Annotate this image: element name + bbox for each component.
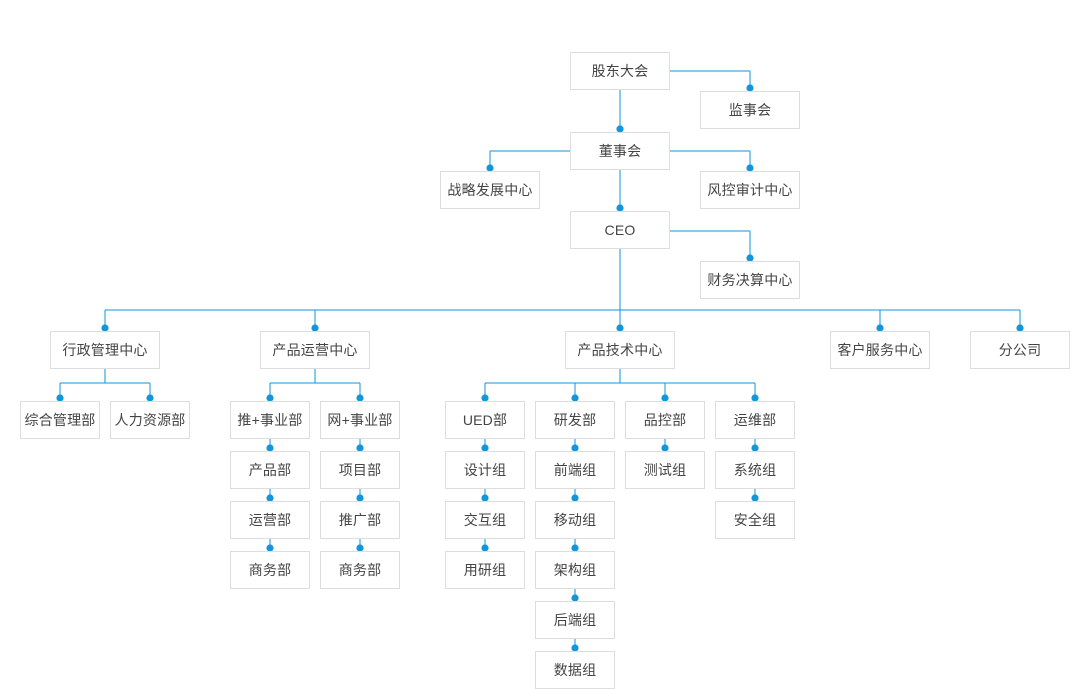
- org-node-promotion-dept[interactable]: 推广部: [320, 501, 400, 539]
- org-node-label: 研发部: [553, 412, 597, 428]
- org-node-label: 股东大会: [591, 63, 649, 79]
- org-node-board[interactable]: 董事会: [570, 132, 670, 170]
- org-node-business-dept-1[interactable]: 商务部: [230, 551, 310, 589]
- org-node-operation-dept[interactable]: 运营部: [230, 501, 310, 539]
- org-node-architecture-group[interactable]: 架构组: [535, 551, 615, 589]
- org-node-finance-center[interactable]: 财务决算中心: [700, 261, 800, 299]
- org-node-label: CEO: [604, 222, 636, 238]
- org-node-label: 运营部: [248, 512, 292, 528]
- org-node-label: 商务部: [248, 562, 292, 578]
- org-node-hr[interactable]: 人力资源部: [110, 401, 190, 439]
- org-node-ued-dept[interactable]: UED部: [445, 401, 525, 439]
- org-node-security-group[interactable]: 安全组: [715, 501, 795, 539]
- org-node-qa-dept[interactable]: 品控部: [625, 401, 705, 439]
- org-node-strategy-center[interactable]: 战略发展中心: [440, 171, 540, 209]
- org-node-design-group[interactable]: 设计组: [445, 451, 525, 489]
- org-node-label: 安全组: [733, 512, 777, 528]
- org-node-research-group[interactable]: 用研组: [445, 551, 525, 589]
- org-node-label: 系统组: [733, 462, 777, 478]
- org-node-label: 前端组: [553, 462, 597, 478]
- org-node-mobile-group[interactable]: 移动组: [535, 501, 615, 539]
- org-node-rd-dept[interactable]: 研发部: [535, 401, 615, 439]
- org-node-label: 行政管理中心: [62, 342, 148, 358]
- org-node-label: 客户服务中心: [837, 342, 923, 358]
- org-node-label: 项目部: [338, 462, 382, 478]
- org-node-label: 财务决算中心: [707, 272, 793, 288]
- org-node-customer-service[interactable]: 客户服务中心: [830, 331, 930, 369]
- org-node-supervisors[interactable]: 监事会: [700, 91, 800, 129]
- org-node-branch-company[interactable]: 分公司: [970, 331, 1070, 369]
- org-node-interaction-group[interactable]: 交互组: [445, 501, 525, 539]
- org-node-label: 后端组: [553, 612, 597, 628]
- org-node-label: 推+事业部: [237, 412, 303, 428]
- org-node-general-admin[interactable]: 综合管理部: [20, 401, 100, 439]
- org-node-label: 用研组: [463, 562, 507, 578]
- org-node-system-group[interactable]: 系统组: [715, 451, 795, 489]
- org-node-label: 测试组: [643, 462, 687, 478]
- org-node-frontend-group[interactable]: 前端组: [535, 451, 615, 489]
- org-node-label: 监事会: [728, 102, 772, 118]
- org-node-label: 架构组: [553, 562, 597, 578]
- org-node-label: UED部: [462, 412, 508, 428]
- org-node-product-dept[interactable]: 产品部: [230, 451, 310, 489]
- org-node-label: 人力资源部: [114, 412, 186, 428]
- org-node-tui-bu[interactable]: 推+事业部: [230, 401, 310, 439]
- org-node-product-ops[interactable]: 产品运营中心: [260, 331, 370, 369]
- org-node-ops-dept[interactable]: 运维部: [715, 401, 795, 439]
- org-node-risk-audit-center[interactable]: 风控审计中心: [700, 171, 800, 209]
- org-node-label: 董事会: [598, 143, 642, 159]
- org-node-label: 推广部: [338, 512, 382, 528]
- org-node-label: 分公司: [998, 342, 1042, 358]
- org-node-label: 战略发展中心: [447, 182, 533, 198]
- org-node-label: 移动组: [553, 512, 597, 528]
- org-node-project-dept[interactable]: 项目部: [320, 451, 400, 489]
- org-node-label: 产品部: [248, 462, 292, 478]
- org-node-label: 产品运营中心: [272, 342, 358, 358]
- org-node-label: 运维部: [733, 412, 777, 428]
- org-node-shareholders[interactable]: 股东大会: [570, 52, 670, 90]
- org-node-admin-center[interactable]: 行政管理中心: [50, 331, 160, 369]
- org-node-label: 网+事业部: [327, 412, 393, 428]
- org-node-label: 品控部: [643, 412, 687, 428]
- org-node-label: 设计组: [463, 462, 507, 478]
- org-node-data-group[interactable]: 数据组: [535, 651, 615, 689]
- org-node-label: 产品技术中心: [577, 342, 663, 358]
- org-node-label: 数据组: [553, 662, 597, 678]
- org-node-label: 商务部: [338, 562, 382, 578]
- org-node-label: 风控审计中心: [707, 182, 793, 198]
- org-node-business-dept-2[interactable]: 商务部: [320, 551, 400, 589]
- org-node-backend-group[interactable]: 后端组: [535, 601, 615, 639]
- org-node-product-tech[interactable]: 产品技术中心: [565, 331, 675, 369]
- org-node-label: 交互组: [463, 512, 507, 528]
- org-node-label: 综合管理部: [24, 412, 96, 428]
- org-node-test-group[interactable]: 测试组: [625, 451, 705, 489]
- org-node-ceo[interactable]: CEO: [570, 211, 670, 249]
- org-node-wang-bu[interactable]: 网+事业部: [320, 401, 400, 439]
